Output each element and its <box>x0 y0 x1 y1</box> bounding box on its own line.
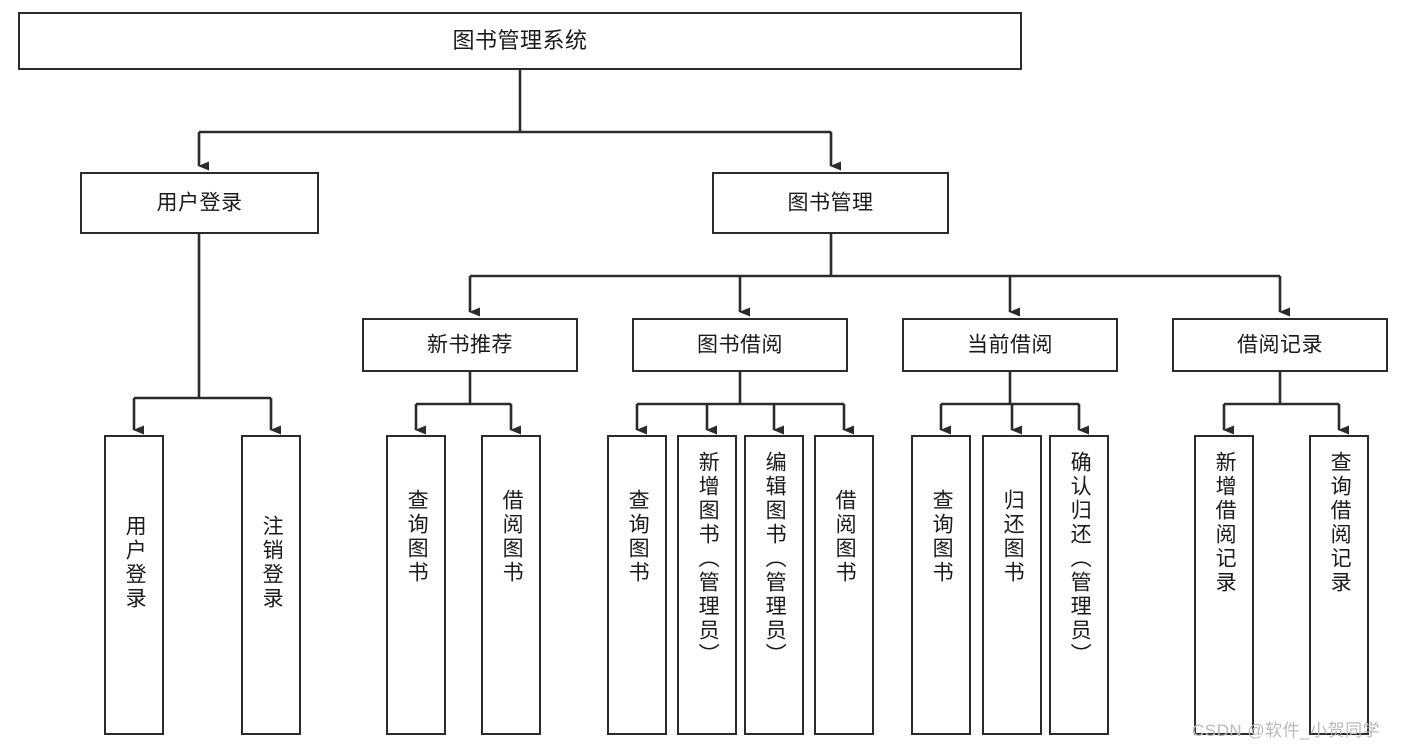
leaf-current-return-book[interactable]: 归还图书 <box>982 435 1042 735</box>
node-label: 注销登录 <box>260 515 284 611</box>
node-label: 图书借阅 <box>697 333 783 357</box>
leaf-borrow-borrow-book[interactable]: 借阅图书 <box>814 435 874 735</box>
node-label: 用户登录 <box>123 515 147 611</box>
leaf-logout-login[interactable]: 注销登录 <box>241 435 301 735</box>
node-label: 图书管理 <box>787 191 874 215</box>
node-label: 归还图书 <box>1001 489 1025 585</box>
node-root-system[interactable]: 图书管理系统 <box>18 12 1022 70</box>
node-label: 新增借阅记录 <box>1213 451 1237 595</box>
leaf-borrow-query-book[interactable]: 查询图书 <box>607 435 667 735</box>
node-label: 当前借阅 <box>967 333 1053 357</box>
node-borrow-records[interactable]: 借阅记录 <box>1172 318 1388 372</box>
node-label: 图书管理系统 <box>452 27 588 53</box>
node-label: 查询图书 <box>626 489 650 585</box>
node-label: 新书推荐 <box>427 333 513 357</box>
node-label: 借阅图书 <box>500 489 524 585</box>
leaf-borrow-add-book-admin[interactable]: 新增图书（管理员） <box>677 435 737 735</box>
node-label: 查询图书 <box>405 489 429 585</box>
leaf-new-book-query[interactable]: 查询图书 <box>386 435 446 735</box>
leaf-current-confirm-return-admin[interactable]: 确认归还（管理员） <box>1049 435 1109 735</box>
node-label: 编辑图书（管理员） <box>763 451 787 667</box>
leaf-user-login[interactable]: 用户登录 <box>104 435 164 735</box>
leaf-new-book-borrow[interactable]: 借阅图书 <box>481 435 541 735</box>
node-user-login[interactable]: 用户登录 <box>80 172 319 234</box>
node-label: 借阅记录 <box>1237 333 1323 357</box>
node-current-borrow[interactable]: 当前借阅 <box>902 318 1118 372</box>
node-new-book-recommend[interactable]: 新书推荐 <box>362 318 578 372</box>
node-label: 查询借阅记录 <box>1328 451 1352 595</box>
leaf-borrow-edit-book-admin[interactable]: 编辑图书（管理员） <box>744 435 804 735</box>
csdn-watermark: CSDN @软件_小贺同学 <box>1192 721 1381 740</box>
leaf-records-query-record[interactable]: 查询借阅记录 <box>1309 435 1369 735</box>
node-label: 查询图书 <box>930 489 954 585</box>
node-label: 借阅图书 <box>833 489 857 585</box>
node-book-management[interactable]: 图书管理 <box>712 172 949 234</box>
node-label: 确认归还（管理员） <box>1068 451 1092 667</box>
leaf-records-add-record[interactable]: 新增借阅记录 <box>1194 435 1254 735</box>
leaf-current-query-book[interactable]: 查询图书 <box>911 435 971 735</box>
node-book-borrow[interactable]: 图书借阅 <box>632 318 848 372</box>
node-label: 用户登录 <box>156 191 243 215</box>
node-label: 新增图书（管理员） <box>696 451 720 667</box>
